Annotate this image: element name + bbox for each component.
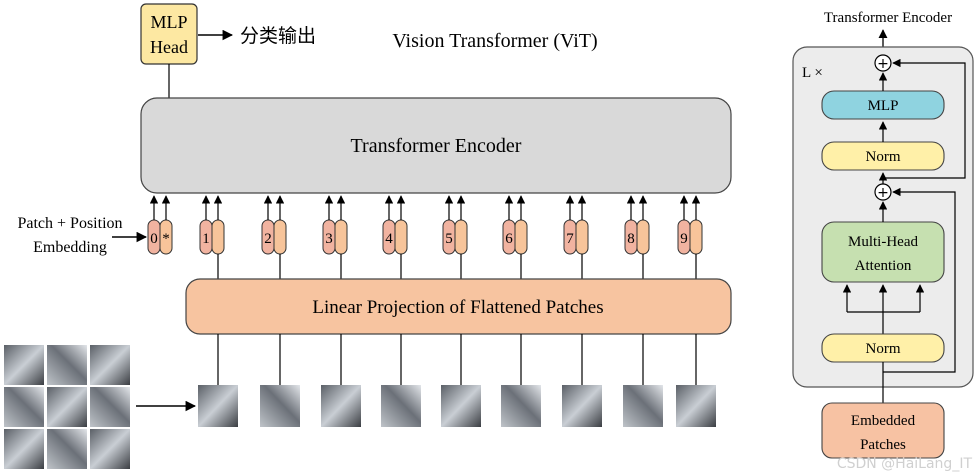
block-attention-label-line1: Multi-Head [848,234,918,250]
patch-thumbnail-4 [381,385,421,427]
patch-embedding-5 [454,219,468,255]
embedded-patches-label-line2: Patches [860,437,906,453]
patch-thumbnail-6 [501,385,541,427]
source-image-grid [4,345,130,469]
class-token-marker: * [162,231,170,247]
patch-thumbnail-7 [562,385,602,427]
patch-thumbnail-8 [623,385,663,427]
patch-thumbnail-3 [321,385,361,427]
block-attention-label-line2: Attention [855,258,912,274]
transformer-encoder-label: Transformer Encoder [351,135,522,157]
add-node-top-symbol: + [877,56,889,72]
token-index-2: 2 [264,231,272,247]
residual-top [883,58,966,179]
block-norm-top-label: Norm [866,149,901,165]
add-node-top [874,54,892,72]
patch-embedding-2 [273,219,287,255]
patch-thumbnail-1 [198,385,238,427]
token-index-4: 4 [385,231,393,247]
patch-row [198,334,716,427]
patch-thumbnail-2 [260,385,300,427]
patch-embedding-4 [394,219,408,255]
token-index-7: 7 [566,231,574,247]
patch-thumbnail-5 [441,385,481,427]
add-node-middle-symbol: + [877,185,889,201]
residual-bottom [883,187,956,373]
token-index-9: 9 [680,231,688,247]
patch-embedding-3 [334,219,348,255]
token-index-0: 0 [150,231,158,247]
patch-embedding-6 [514,219,528,255]
block-mlp-label: MLP [868,98,899,114]
token-index-8: 8 [627,231,635,247]
patch-embedding-8 [636,219,650,255]
patch-thumbnail-9 [676,385,716,427]
token-sequence: 0* 1 2 3 4 5 6 7 8 9 [147,195,703,279]
linear-projection-label: Linear Projection of Flattened Patches [312,297,603,318]
mlp-head-label-line1: MLP [150,12,187,32]
transformer-encoder-box [140,97,732,194]
block-norm-bottom-label: Norm [866,341,901,357]
block-title: Transformer Encoder [824,10,952,26]
diagram-title: Vision Transformer (ViT) [392,30,597,52]
linear-projection-box [185,278,732,335]
token-index-5: 5 [445,231,453,247]
patch-position-label-line1: Patch + Position [17,215,122,232]
mlp-head-label-line2: Head [150,37,188,57]
embedded-patches-box [821,402,945,459]
output-label: 分类输出 [240,25,316,47]
token-index-6: 6 [505,231,513,247]
watermark: CSDN @HaiLang_IT [837,456,973,472]
token-index-3: 3 [325,231,333,247]
patch-embedding-7 [575,219,589,255]
patch-position-label-line2: Embedding [33,239,107,256]
token-index-1: 1 [202,231,210,247]
patch-embedding-1 [211,219,225,255]
embedded-patches-label-line1: Embedded [851,413,916,429]
repeat-label: L × [802,65,823,81]
patch-embedding-9 [689,219,703,255]
